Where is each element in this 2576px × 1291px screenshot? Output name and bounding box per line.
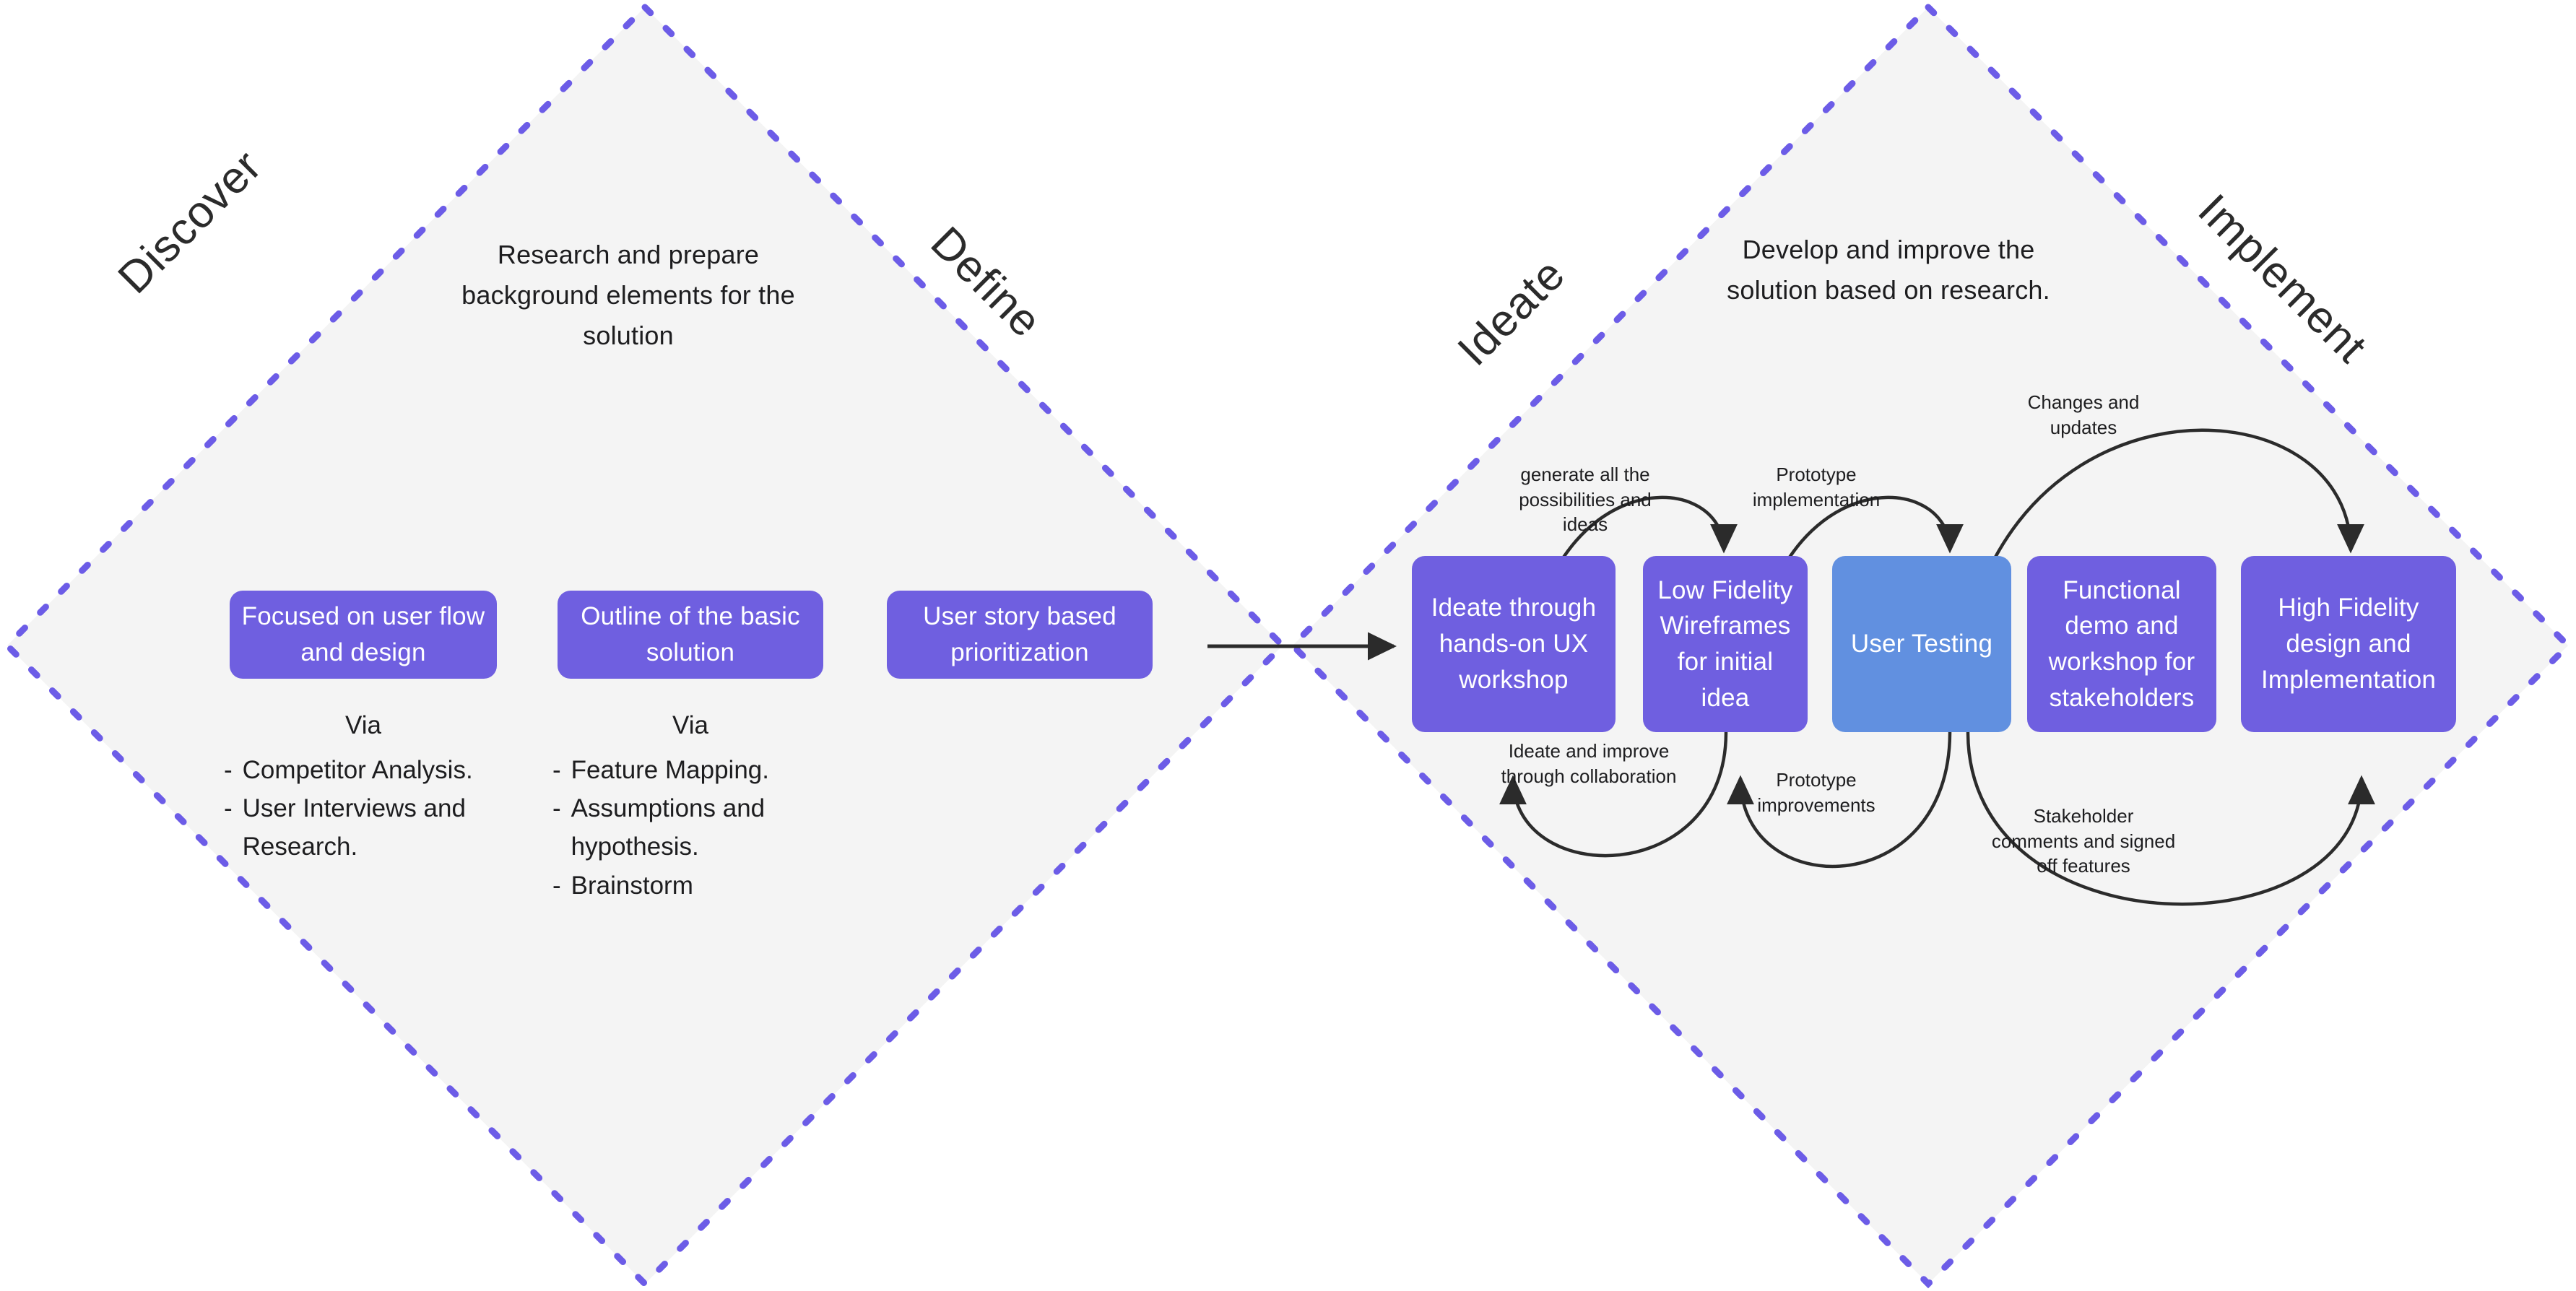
list-item-label: User Interviews and Research. xyxy=(242,794,466,861)
define-method-list: - Feature Mapping. - Assumptions and hyp… xyxy=(552,751,863,905)
right-diamond-headline: Develop and improve the solution based o… xyxy=(1727,235,2050,305)
arc-caption-ideate-collaboration: Ideate and improve through collaboration xyxy=(1501,740,1677,787)
card-ideate-workshop[interactable]: Ideate through hands-on UX workshop xyxy=(1412,556,1616,732)
list-item: - Brainstorm xyxy=(552,866,863,905)
dash-marker: - xyxy=(224,756,233,784)
dash-marker: - xyxy=(552,871,561,900)
left-diamond-headline: Research and prepare background elements… xyxy=(461,240,795,350)
arc-caption-stakeholder-signoff: Stakeholder comments and signed off feat… xyxy=(1991,805,2176,877)
dash-marker: - xyxy=(552,756,561,784)
list-item-label: Brainstorm xyxy=(571,871,693,900)
dash-marker: - xyxy=(224,794,233,823)
list-item: - Assumptions and hypothesis. xyxy=(552,789,863,866)
list-item: - User Interviews and Research. xyxy=(224,789,534,866)
arc-ideate-collaboration xyxy=(1499,731,1728,858)
list-item: - Competitor Analysis. xyxy=(224,751,534,789)
card-focused-user-flow[interactable]: Focused on user flow and design xyxy=(230,591,497,679)
card-user-story-prioritization[interactable]: User story based prioritization xyxy=(887,591,1153,679)
card-user-testing[interactable]: User Testing xyxy=(1832,556,2011,732)
arc-prototype-improvements xyxy=(1727,731,1952,869)
arc-caption-generate-ideas: generate all the possibilities and ideas xyxy=(1519,464,1652,536)
card-outline-basic-solution[interactable]: Outline of the basic solution xyxy=(558,591,823,679)
backward-arc-group xyxy=(1499,731,2375,906)
via-label-discover: Via xyxy=(345,711,381,739)
card-functional-demo[interactable]: Functional demo and workshop for stakeho… xyxy=(2027,556,2216,732)
list-item-label: Competitor Analysis. xyxy=(242,756,473,784)
list-item-label: Feature Mapping. xyxy=(571,756,769,784)
arc-caption-prototype-implementation: Prototype implementation xyxy=(1752,464,1881,510)
discover-method-list: - Competitor Analysis. - User Interviews… xyxy=(224,751,534,866)
list-item: - Feature Mapping. xyxy=(552,751,863,789)
dash-marker: - xyxy=(552,794,561,823)
card-high-fidelity-implementation[interactable]: High Fidelity design and Implementation xyxy=(2241,556,2456,732)
via-label-define: Via xyxy=(672,711,708,739)
arc-stakeholder-signoff xyxy=(1966,731,2375,906)
arc-caption-changes-updates: Changes and updates xyxy=(2027,391,2140,438)
arc-caption-prototype-improvements: Prototype improvements xyxy=(1757,769,1875,816)
list-item-label: Assumptions and hypothesis. xyxy=(571,794,766,861)
card-low-fidelity-wireframes[interactable]: Low Fidelity Wireframes for initial idea xyxy=(1643,556,1808,732)
